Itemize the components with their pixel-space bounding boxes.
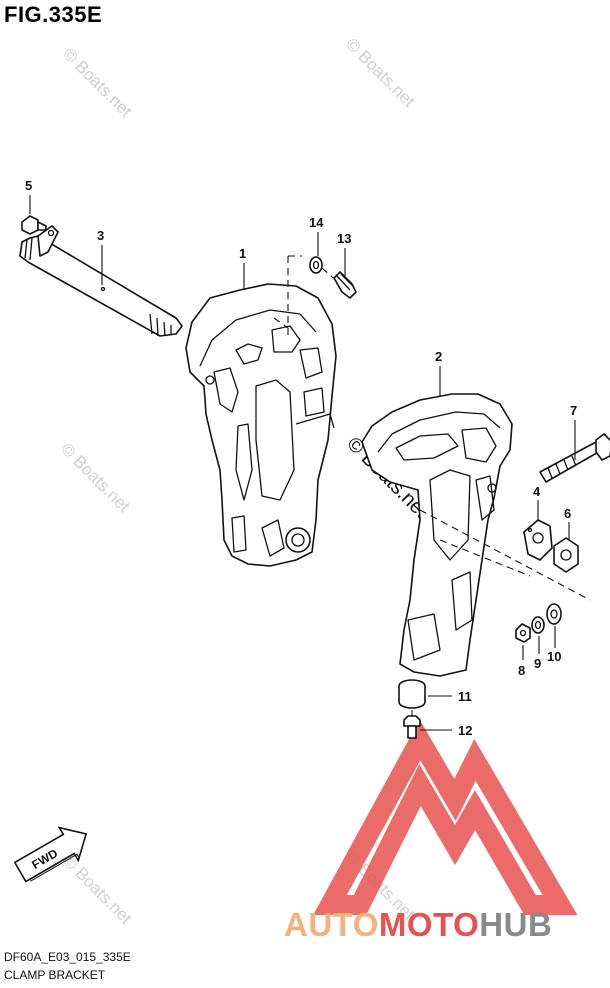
part-5-bolt	[21, 215, 47, 235]
callout-7: 7	[570, 403, 577, 418]
callout-1: 1	[239, 246, 246, 261]
part-11-bushing	[398, 679, 426, 709]
figure-code: DF60A_E03_015_335E	[4, 950, 131, 964]
part-10-washer	[546, 603, 562, 625]
callout-14: 14	[309, 215, 324, 230]
callout-5: 5	[25, 178, 32, 193]
part-3-shaft	[19, 225, 183, 337]
brand-auto: AUTO	[284, 906, 379, 943]
figure-title: FIG.335E	[4, 2, 103, 27]
watermark-bottom-left: © Boats.net	[59, 851, 136, 928]
part-8-nut	[515, 623, 531, 643]
callouts: 5 3 1 14 13 2 7 4 6 8 9 10 11 12	[25, 178, 577, 738]
part-6-nut	[553, 537, 579, 573]
part-14-washer	[309, 256, 323, 274]
alignment-lines	[273, 255, 591, 716]
callout-12: 12	[458, 723, 472, 738]
figure-name: CLAMP BRACKET	[4, 968, 106, 982]
watermark-top-right: © Boats.net	[342, 34, 419, 111]
watermark-top-left: © Boats.net	[59, 44, 136, 121]
fwd-arrow-icon: FWD	[13, 826, 88, 883]
callout-8: 8	[518, 663, 525, 678]
callout-10: 10	[547, 649, 561, 664]
callout-13: 13	[337, 231, 351, 246]
callout-4: 4	[533, 484, 541, 499]
automotohub-logo-icon	[313, 719, 578, 915]
callout-6: 6	[564, 506, 571, 521]
callout-11: 11	[458, 689, 472, 704]
part-13-bolt	[333, 271, 357, 299]
part-1-clamp-bracket	[185, 283, 337, 567]
callout-9: 9	[534, 656, 541, 671]
brand-hub: HUB	[479, 906, 553, 943]
automotohub-brand: AUTOMOTOHUB	[284, 906, 552, 944]
part-12-screw	[403, 715, 421, 739]
callout-2: 2	[435, 349, 442, 364]
part-4-plate	[523, 519, 553, 561]
part-2-clamp-bracket	[361, 393, 513, 677]
callout-3: 3	[97, 228, 104, 243]
part-9-washer	[531, 616, 545, 634]
part-7-bolt	[539, 433, 610, 483]
leader-lines	[29, 195, 576, 731]
brand-moto: MOTO	[378, 906, 480, 943]
watermark-mid-left: © Boats.net	[57, 439, 134, 516]
